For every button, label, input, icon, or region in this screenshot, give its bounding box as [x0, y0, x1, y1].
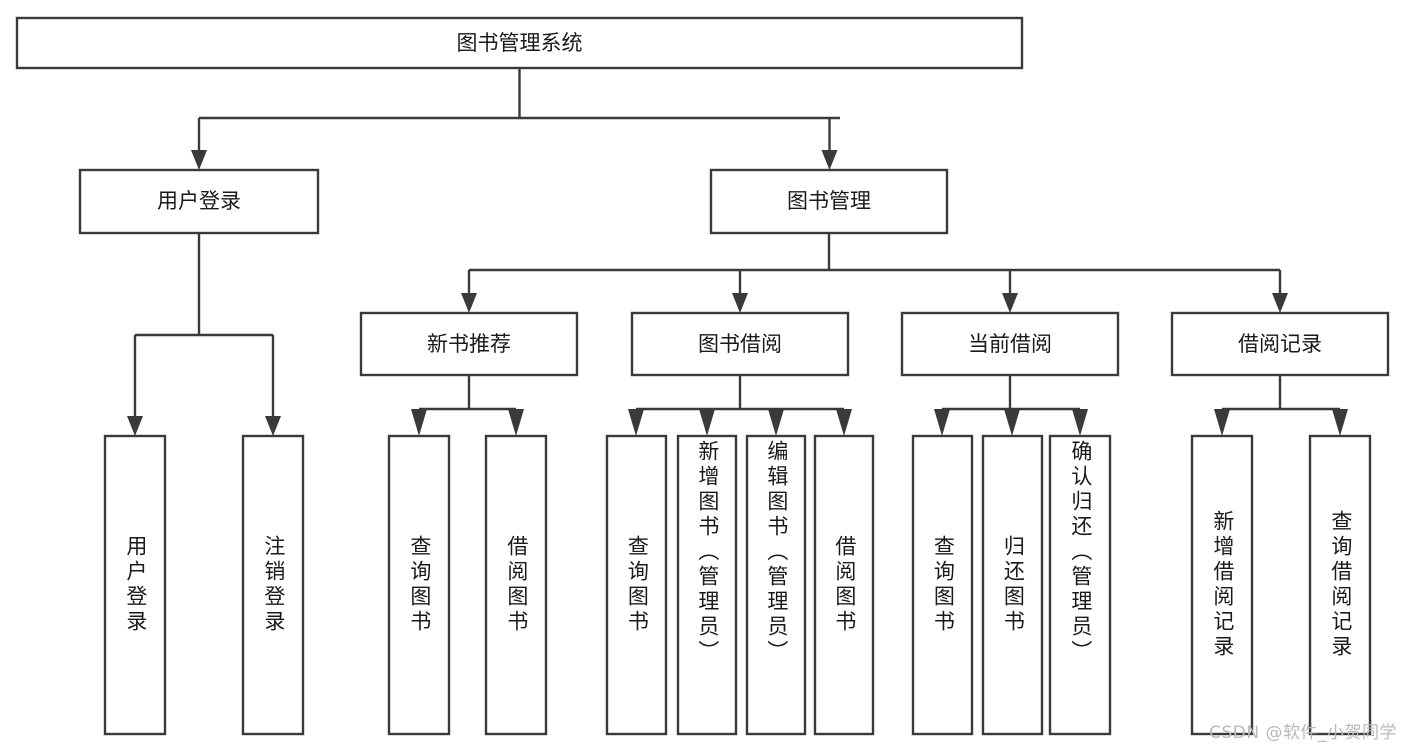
node-user-login-label: 用户登录 — [157, 189, 241, 213]
node-borrow-record-box[interactable] — [1170, 311, 1390, 377]
connector-group-borrow-record — [1214, 375, 1348, 436]
leaf-box-confirm-return-admin[interactable] — [1048, 434, 1112, 736]
arrow-head-leaf-user-logout — [265, 416, 281, 436]
leaf-box-add-book-admin[interactable] — [676, 434, 738, 736]
arrow-head-user-login — [191, 150, 207, 170]
arrow-head-leaf-confirm-return-admin — [1072, 409, 1088, 436]
node-new-book-rec-box[interactable] — [359, 311, 579, 377]
leaf-box-user-logout[interactable] — [241, 434, 305, 736]
leaf-box-query-borrow-record[interactable] — [1308, 434, 1372, 736]
node-book-manage-box[interactable] — [709, 168, 949, 235]
arrow-head-leaf-query-book-1 — [411, 409, 427, 436]
node-new-book-rec-label: 新书推荐 — [427, 332, 511, 356]
leaf-box-query-book-1[interactable] — [387, 434, 451, 736]
arrow-head-borrow-record — [1272, 293, 1288, 313]
node-new-book-rec[interactable]: 新书推荐 — [359, 311, 579, 377]
node-book-manage-label: 图书管理 — [787, 189, 871, 213]
arrow-head-leaf-return-book — [1004, 409, 1020, 436]
node-user-login[interactable]: 用户登录 — [78, 168, 320, 235]
connector-group-root — [191, 68, 840, 170]
node-book-borrow[interactable]: 图书借阅 — [630, 311, 850, 377]
arrow-head-new-book-rec — [461, 293, 477, 313]
node-current-borrow-box[interactable] — [900, 311, 1120, 377]
arrow-head-book-manage — [821, 150, 838, 170]
node-root[interactable]: 图书管理系统 — [15, 16, 1024, 70]
connector-group-new-book-rec — [411, 375, 524, 436]
connector-group-book-borrow — [628, 375, 852, 436]
connector-group-user-login — [127, 233, 281, 436]
arrow-head-leaf-add-book-admin — [699, 409, 715, 436]
arrow-head-leaf-edit-book-admin — [768, 409, 784, 436]
node-root-label: 图书管理系统 — [457, 31, 583, 55]
connector-group-current-borrow — [934, 375, 1088, 436]
node-root-box[interactable] — [15, 16, 1024, 70]
node-user-login-box[interactable] — [78, 168, 320, 235]
arrow-head-leaf-query-book-2 — [628, 409, 644, 436]
connector-group-book-manage — [461, 233, 1288, 313]
node-book-manage[interactable]: 图书管理 — [709, 168, 949, 235]
node-borrow-record-label: 借阅记录 — [1238, 332, 1322, 356]
node-book-borrow-label: 图书借阅 — [698, 332, 782, 356]
arrow-head-leaf-user-login — [127, 416, 143, 436]
arrow-head-leaf-borrow-book-1 — [508, 409, 524, 436]
node-current-borrow-label: 当前借阅 — [968, 332, 1052, 356]
arrow-head-current-borrow — [1002, 293, 1018, 313]
node-book-borrow-box[interactable] — [630, 311, 850, 377]
leaf-box-user-login[interactable] — [103, 434, 167, 736]
leaf-box-edit-book-admin[interactable] — [745, 434, 807, 736]
node-borrow-record[interactable]: 借阅记录 — [1170, 311, 1390, 377]
arrow-head-leaf-query-borrow-record — [1332, 409, 1348, 436]
leaf-box-query-book-2[interactable] — [605, 434, 668, 736]
leaf-box-borrow-book-2[interactable] — [813, 434, 875, 736]
leaf-box-borrow-book-1[interactable] — [484, 434, 548, 736]
node-current-borrow[interactable]: 当前借阅 — [900, 311, 1120, 377]
leaf-box-return-book[interactable] — [981, 434, 1044, 736]
leaf-box-query-book-3[interactable] — [911, 434, 974, 736]
arrow-head-book-borrow — [732, 293, 748, 313]
arrow-head-leaf-borrow-book-2 — [836, 409, 852, 436]
leaf-box-add-borrow-record[interactable] — [1190, 434, 1254, 736]
arrow-head-leaf-query-book-3 — [934, 409, 950, 436]
arrow-head-leaf-add-borrow-record — [1214, 409, 1230, 436]
